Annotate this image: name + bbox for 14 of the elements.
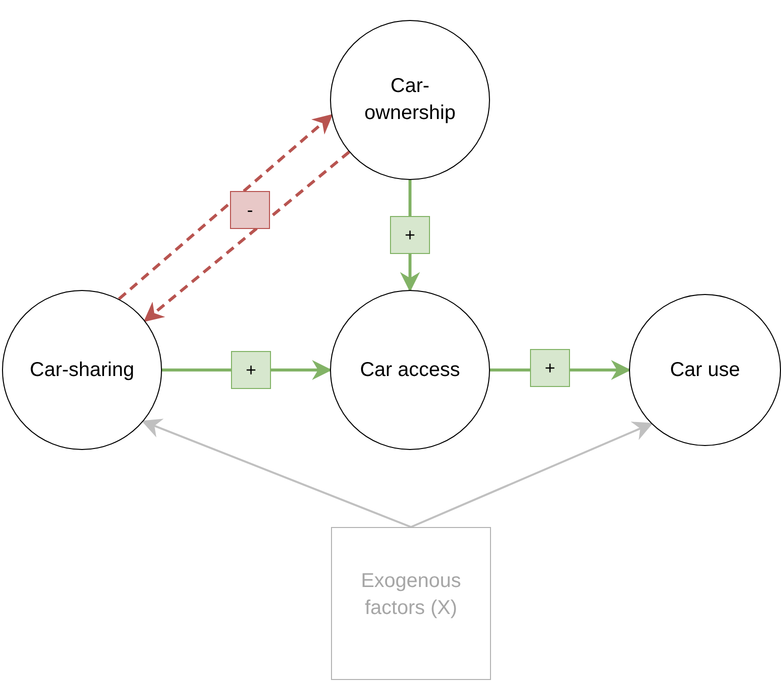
edge-label: - <box>230 191 270 229</box>
node-label: Car-sharing <box>30 358 134 382</box>
node-label: Car-ownership <box>363 74 457 126</box>
edge-label: + <box>231 351 271 389</box>
arrow <box>144 150 350 322</box>
node-label: Car use <box>670 358 740 382</box>
node-label: Exogenous factors (X) <box>360 569 462 621</box>
edge-label: + <box>530 349 570 387</box>
edge-label: + <box>390 216 430 254</box>
node-label: Car access <box>360 358 460 382</box>
factor-box <box>331 527 491 680</box>
arrow <box>141 418 412 528</box>
arrow <box>118 114 333 300</box>
arrow <box>410 422 654 528</box>
